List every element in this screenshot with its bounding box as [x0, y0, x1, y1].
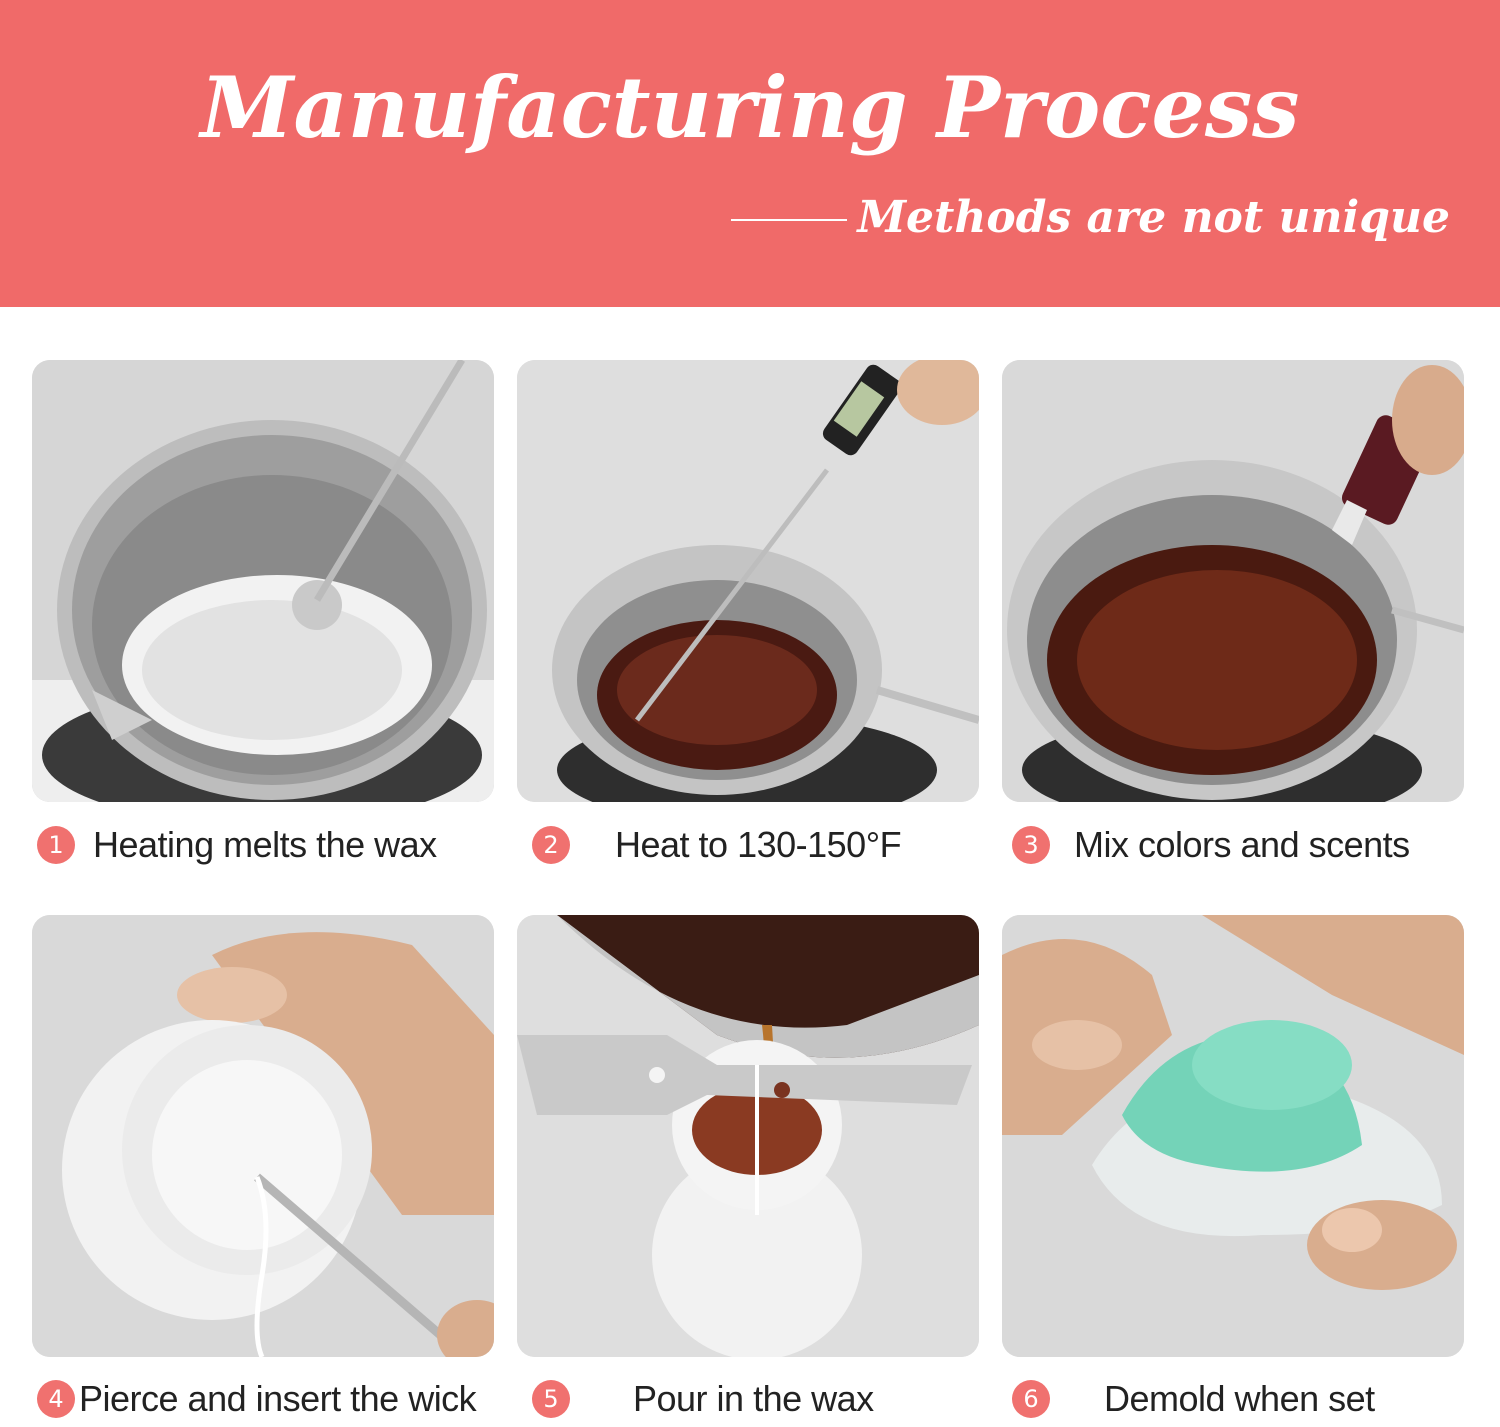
step-3-badge: 3	[1012, 826, 1050, 864]
header-banner: Manufacturing Process Methods are not un…	[0, 0, 1500, 307]
step-4-caption: 4 Pierce and insert the wick	[37, 1371, 477, 1427]
step-6-caption: 6 Demold when set	[1012, 1371, 1375, 1427]
step-6-badge: 6	[1012, 1380, 1050, 1418]
step-5-photo	[517, 915, 979, 1357]
step-4-label: Pierce and insert the wick	[79, 1378, 477, 1419]
step-3-photo	[1002, 360, 1464, 802]
step-2-label: Heat to 130-150°F	[615, 824, 902, 865]
step-1-caption: 1 Heating melts the wax	[37, 817, 437, 873]
step-3-caption: 3 Mix colors and scents	[1012, 817, 1410, 873]
subtitle-row: Methods are not unique	[731, 188, 1450, 248]
step-6-label: Demold when set	[1104, 1378, 1375, 1419]
page-subtitle: Methods are not unique	[857, 192, 1450, 243]
step-2-photo	[517, 360, 979, 802]
step-5-label: Pour in the wax	[633, 1378, 874, 1419]
step-3-label: Mix colors and scents	[1074, 824, 1410, 865]
step-2-badge: 2	[532, 826, 570, 864]
step-5-badge: 5	[532, 1380, 570, 1418]
step-4-badge: 4	[37, 1380, 75, 1418]
step-1-photo	[32, 360, 494, 802]
step-1-label: Heating melts the wax	[93, 824, 437, 865]
step-2-caption: 2 Heat to 130-150°F	[532, 817, 902, 873]
step-6-photo	[1002, 915, 1464, 1357]
step-4-photo	[32, 915, 494, 1357]
step-5-caption: 5 Pour in the wax	[532, 1371, 874, 1427]
step-1-badge: 1	[37, 826, 75, 864]
page-title: Manufacturing Process	[200, 58, 1300, 157]
subtitle-divider	[731, 219, 848, 221]
